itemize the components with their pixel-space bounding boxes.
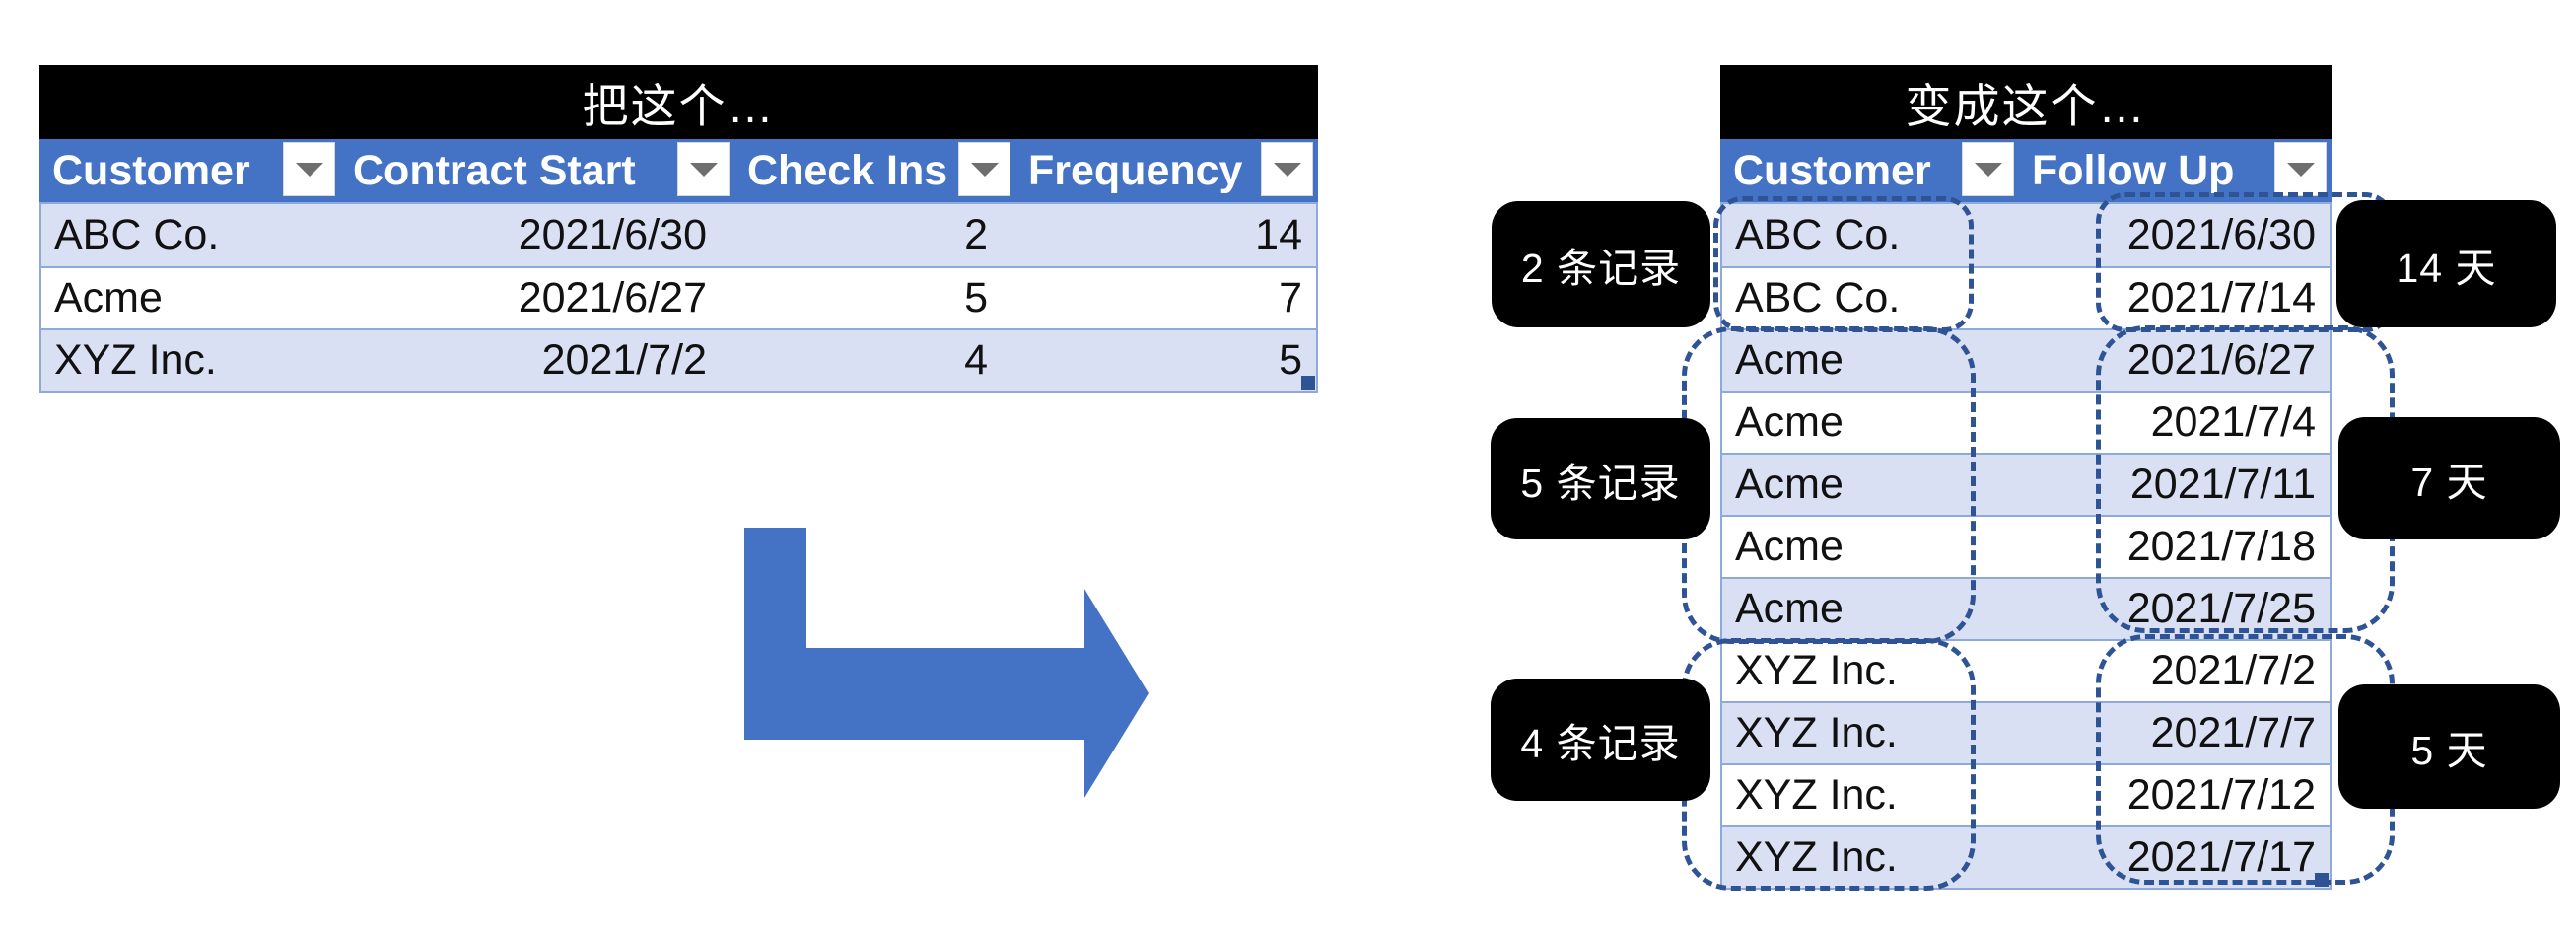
table-row: ABC Co. 2021/6/30	[1722, 204, 2330, 266]
cell-follow-up[interactable]: 2021/6/27	[2126, 336, 2316, 384]
cell-frequency[interactable]: 5	[1279, 336, 1302, 384]
selection-handle[interactable]	[1301, 376, 1315, 390]
cell-follow-up[interactable]: 2021/6/30	[2126, 211, 2316, 258]
table-row: Acme 2021/7/11	[1722, 453, 2330, 515]
cell-customer[interactable]: Acme	[1735, 398, 1844, 446]
cell-customer[interactable]: XYZ Inc.	[1735, 647, 1898, 694]
source-table-body: ABC Co. 2021/6/30 2 14 Acme 2021/6/27 5 …	[39, 202, 1318, 393]
callout-record-count-xyz: 4 条记录	[1491, 679, 1710, 801]
cell-customer[interactable]: ABC Co.	[1735, 211, 1901, 258]
cell-check-ins[interactable]: 2	[964, 211, 988, 258]
table-row: XYZ Inc. 2021/7/2	[1722, 639, 2330, 701]
filter-dropdown-button[interactable]	[677, 142, 730, 196]
cell-check-ins[interactable]: 4	[964, 336, 988, 384]
table-row: Acme 2021/6/27	[1722, 328, 2330, 391]
cell-customer[interactable]: Acme	[1735, 461, 1844, 508]
cell-check-ins[interactable]: 5	[964, 274, 988, 322]
filter-dropdown-button[interactable]	[283, 142, 335, 196]
header-label-customer: Customer	[1733, 146, 1931, 194]
result-table: 变成这个… Customer Follow Up ABC Co. 2021/6/…	[1720, 65, 2332, 890]
table-row: ABC Co. 2021/6/30 2 14	[41, 204, 1316, 266]
cell-follow-up[interactable]: 2021/7/18	[2126, 523, 2316, 570]
callout-days-abc: 14 天	[2336, 200, 2556, 327]
cell-follow-up[interactable]: 2021/7/7	[2150, 709, 2316, 756]
cell-customer[interactable]: Acme	[1735, 523, 1844, 570]
selection-handle[interactable]	[2315, 873, 2329, 887]
table-row: Acme 2021/6/27 5 7	[41, 266, 1316, 328]
filter-dropdown-button[interactable]	[1962, 142, 2014, 196]
cell-customer[interactable]: ABC Co.	[1735, 274, 1901, 322]
result-table-header: Customer Follow Up	[1720, 139, 2332, 202]
callout-days-acme: 7 天	[2338, 417, 2560, 539]
header-cell-frequency[interactable]: Frequency	[1015, 139, 1318, 202]
cell-follow-up[interactable]: 2021/7/25	[2126, 585, 2316, 632]
table-row: Acme 2021/7/25	[1722, 577, 2330, 639]
table-row: ABC Co. 2021/7/14	[1722, 266, 2330, 328]
filter-arrow-icon	[970, 162, 999, 177]
cell-customer[interactable]: XYZ Inc.	[54, 336, 217, 384]
cell-contract-start[interactable]: 2021/6/30	[518, 211, 707, 258]
source-table: 把这个… Customer Contract Start Check Ins F…	[39, 65, 1318, 393]
filter-arrow-icon	[1974, 162, 2002, 177]
header-cell-follow-up[interactable]: Follow Up	[2019, 139, 2332, 202]
cell-customer[interactable]: Acme	[54, 274, 163, 322]
table-row: XYZ Inc. 2021/7/7	[1722, 701, 2330, 763]
cell-frequency[interactable]: 7	[1279, 274, 1302, 322]
callout-record-count-acme: 5 条记录	[1491, 418, 1710, 539]
header-label-customer: Customer	[52, 146, 250, 194]
cell-customer[interactable]: Acme	[1735, 585, 1844, 632]
source-table-title: 把这个…	[39, 65, 1318, 139]
cell-customer[interactable]: XYZ Inc.	[1735, 709, 1898, 756]
result-table-body: ABC Co. 2021/6/30 ABC Co. 2021/7/14 Acme…	[1720, 202, 2332, 890]
filter-arrow-icon	[2286, 162, 2315, 177]
header-label-follow-up: Follow Up	[2032, 146, 2235, 194]
source-table-header: Customer Contract Start Check Ins Freque…	[39, 139, 1318, 202]
table-row: XYZ Inc. 2021/7/17	[1722, 825, 2330, 888]
bent-arrow	[744, 528, 1149, 798]
cell-follow-up[interactable]: 2021/7/17	[2126, 833, 2316, 881]
cell-contract-start[interactable]: 2021/6/27	[518, 274, 707, 322]
callout-record-count-abc: 2 条记录	[1492, 201, 1710, 327]
header-label-contract-start: Contract Start	[353, 146, 636, 194]
filter-dropdown-button[interactable]	[1261, 142, 1313, 196]
filter-dropdown-button[interactable]	[2274, 142, 2327, 196]
cell-follow-up[interactable]: 2021/7/11	[2129, 461, 2316, 508]
header-cell-check-ins[interactable]: Check Ins	[734, 139, 1015, 202]
filter-arrow-icon	[295, 162, 323, 177]
cell-customer[interactable]: Acme	[1735, 336, 1844, 384]
header-label-frequency: Frequency	[1028, 146, 1243, 194]
cell-follow-up[interactable]: 2021/7/4	[2150, 398, 2316, 446]
cell-contract-start[interactable]: 2021/7/2	[541, 336, 707, 384]
filter-arrow-icon	[689, 162, 718, 177]
filter-arrow-icon	[1273, 162, 1301, 177]
result-table-title: 变成这个…	[1720, 65, 2332, 139]
cell-customer[interactable]: ABC Co.	[54, 211, 220, 258]
cell-frequency[interactable]: 14	[1255, 211, 1302, 258]
table-row: XYZ Inc. 2021/7/12	[1722, 763, 2330, 825]
cell-follow-up[interactable]: 2021/7/2	[2150, 647, 2316, 694]
cell-customer[interactable]: XYZ Inc.	[1735, 833, 1898, 881]
table-row: Acme 2021/7/4	[1722, 391, 2330, 453]
table-row: Acme 2021/7/18	[1722, 515, 2330, 577]
header-label-check-ins: Check Ins	[747, 146, 948, 194]
cell-follow-up[interactable]: 2021/7/14	[2126, 274, 2316, 322]
callout-days-xyz: 5 天	[2338, 684, 2560, 809]
table-row: XYZ Inc. 2021/7/2 4 5	[41, 328, 1316, 391]
filter-dropdown-button[interactable]	[958, 142, 1010, 196]
cell-follow-up[interactable]: 2021/7/12	[2126, 771, 2316, 819]
header-cell-customer[interactable]: Customer	[39, 139, 340, 202]
cell-customer[interactable]: XYZ Inc.	[1735, 771, 1898, 819]
header-cell-contract-start[interactable]: Contract Start	[340, 139, 734, 202]
header-cell-customer[interactable]: Customer	[1720, 139, 2019, 202]
